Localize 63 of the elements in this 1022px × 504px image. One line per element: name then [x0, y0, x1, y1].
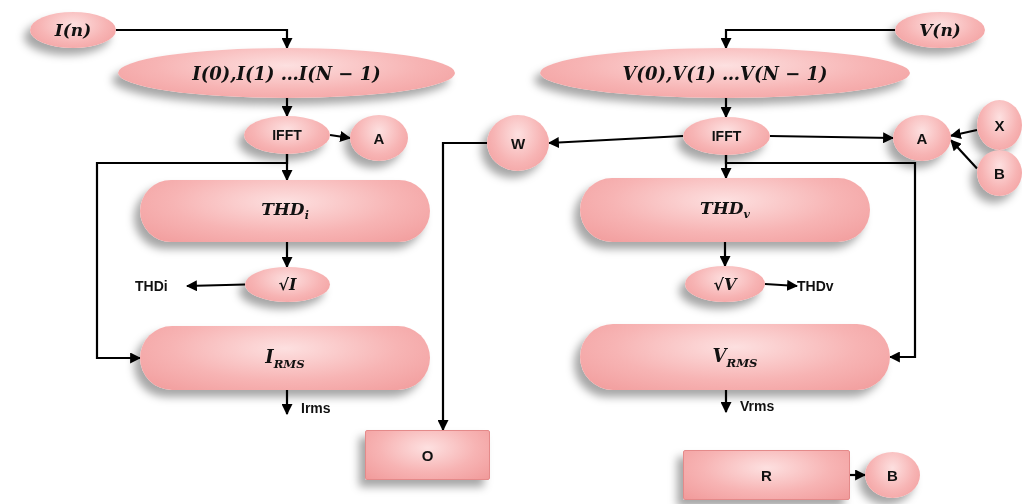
arrow: [437, 141, 487, 432]
node-label: X: [994, 116, 1005, 134]
arrow: [720, 98, 732, 119]
arrow: [724, 155, 917, 363]
output-label: THDv: [797, 278, 834, 294]
arrow: [281, 242, 293, 269]
arrow: [949, 128, 978, 139]
node-label: V(0),V(1) …V(N − 1): [622, 62, 828, 84]
process-ellipse: [685, 266, 765, 302]
connector-circle: [865, 452, 920, 498]
process-pill: [140, 326, 430, 390]
node-label: THD$_{v}$: [700, 198, 750, 222]
node-label: I$_{RMS}$: [265, 345, 305, 371]
arrow: [547, 134, 684, 148]
output-label: Irms: [301, 400, 331, 416]
connector-circle: [893, 115, 951, 161]
connector-circle: [350, 115, 408, 161]
input-ellipse: [895, 12, 985, 48]
process-rect: [683, 450, 850, 500]
node-label: W: [510, 134, 526, 152]
node-label: V(n): [919, 20, 961, 40]
output-label: THDi: [135, 278, 168, 294]
node-label: O: [421, 446, 434, 464]
connector-circle: [977, 100, 1022, 150]
connector-circle: [487, 115, 549, 171]
arrow: [950, 139, 978, 170]
process-pill: [580, 178, 870, 242]
process-pill: [580, 324, 890, 390]
node-label: A: [916, 129, 928, 147]
node-label: A: [373, 129, 385, 147]
arrow: [720, 28, 895, 50]
node-label: √I: [278, 275, 297, 294]
node-label: B: [994, 164, 1005, 182]
node-label: THD$_{i}$: [261, 199, 309, 223]
arrow: [719, 242, 731, 268]
node-label: √V: [713, 274, 737, 294]
arrow: [116, 28, 293, 50]
process-ellipse: [245, 267, 330, 302]
node-label: B: [887, 466, 898, 484]
arrow: [329, 131, 352, 142]
arrow: [720, 390, 732, 414]
process-rect: [365, 430, 490, 480]
process-pill: [140, 180, 430, 242]
node-label: IFFT: [272, 127, 302, 143]
process-ellipse: [244, 116, 330, 154]
node-label: R: [761, 466, 772, 484]
arrow: [281, 98, 293, 118]
sample-ellipse: [540, 48, 910, 98]
process-ellipse: [683, 117, 770, 155]
sample-ellipse: [118, 48, 455, 98]
arrow: [281, 390, 293, 416]
node-label: IFFT: [711, 128, 742, 144]
arrow: [850, 469, 867, 481]
node-label: V$_{RMS}$: [712, 344, 758, 370]
input-ellipse: [30, 12, 116, 48]
connector-circle: [977, 150, 1022, 196]
output-label: Vrms: [740, 398, 775, 414]
node-label: I(0),I(1) …I(N − 1): [192, 62, 381, 84]
arrow: [95, 154, 289, 364]
arrow: [770, 132, 895, 144]
node-label: I(n): [54, 20, 92, 40]
arrow: [764, 279, 799, 291]
arrow: [185, 280, 246, 292]
